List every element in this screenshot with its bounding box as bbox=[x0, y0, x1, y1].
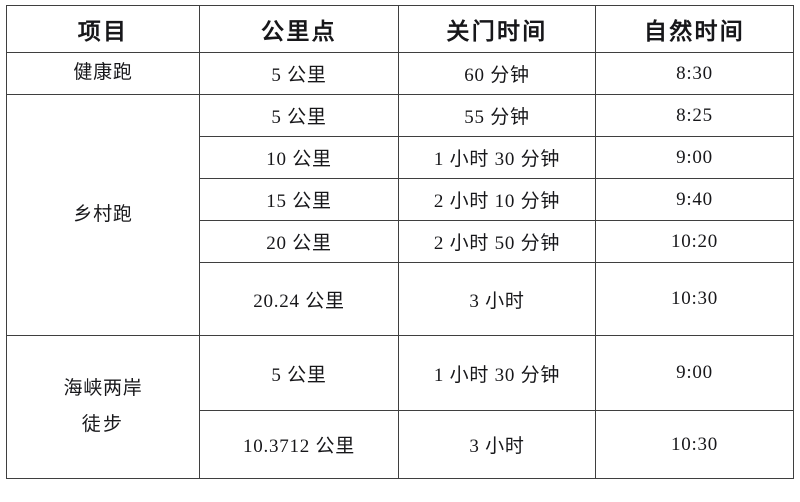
table-row: 15 公里 2 小时 10 分钟 9:40 bbox=[7, 178, 794, 221]
table-header-row: 项目 公里点 关门时间 自然时间 bbox=[6, 5, 794, 53]
column-header-distance: 公里点 bbox=[199, 5, 399, 53]
table-row: 20.24 公里 3 小时 10:30 bbox=[7, 262, 794, 336]
table-row: 健康跑 5 公里 60 分钟 8:30 bbox=[6, 52, 794, 95]
event-name-line: 乡村跑 bbox=[73, 203, 133, 225]
clock-time-cell: 9:40 bbox=[595, 178, 794, 221]
cutoff-time-cell: 2 小时 50 分钟 bbox=[398, 220, 596, 263]
distance-cell: 20.24 公里 bbox=[199, 262, 399, 336]
distance-cell: 20 公里 bbox=[199, 220, 399, 263]
distance-cell: 5 公里 bbox=[199, 94, 399, 137]
clock-time-cell: 8:30 bbox=[595, 52, 794, 95]
clock-time-cell: 10:20 bbox=[595, 220, 794, 263]
cutoff-time-cell: 55 分钟 bbox=[398, 94, 596, 137]
distance-cell: 10.3712 公里 bbox=[199, 410, 399, 479]
table-row: 海峡两岸 徒步 5 公里 1 小时 30 分钟 9:00 bbox=[6, 335, 794, 479]
event-name-cell: 健康跑 bbox=[6, 52, 200, 95]
column-header-event: 项目 bbox=[6, 5, 200, 53]
column-header-cutoff-time: 关门时间 bbox=[398, 5, 596, 53]
race-schedule-table: 项目 公里点 关门时间 自然时间 健康跑 5 公里 60 分钟 8:30 乡村跑 bbox=[6, 5, 794, 479]
cutoff-time-cell: 60 分钟 bbox=[398, 52, 596, 95]
event-name-line: 海峡两岸 bbox=[63, 377, 143, 399]
event-name-cell: 乡村跑 bbox=[6, 94, 200, 336]
table-row: 乡村跑 5 公里 55 分钟 8:25 bbox=[6, 94, 794, 336]
clock-time-cell: 10:30 bbox=[595, 262, 794, 336]
cutoff-time-cell: 3 小时 bbox=[398, 410, 596, 479]
event-name-line: 健康跑 bbox=[73, 62, 133, 84]
cutoff-time-cell: 2 小时 10 分钟 bbox=[398, 178, 596, 221]
clock-time-cell: 10:30 bbox=[595, 410, 794, 479]
table-row: 10 公里 1 小时 30 分钟 9:00 bbox=[7, 136, 794, 179]
cutoff-time-cell: 3 小时 bbox=[398, 262, 596, 336]
cutoff-time-cell: 1 小时 30 分钟 bbox=[398, 335, 596, 411]
clock-time-cell: 9:00 bbox=[595, 136, 794, 179]
cutoff-time-cell: 1 小时 30 分钟 bbox=[398, 136, 596, 179]
table-row: 20 公里 2 小时 50 分钟 10:20 bbox=[7, 220, 794, 263]
distance-cell: 15 公里 bbox=[199, 178, 399, 221]
distance-cell: 5 公里 bbox=[199, 335, 399, 411]
event-name-cell: 海峡两岸 徒步 bbox=[6, 335, 200, 479]
distance-cell: 10 公里 bbox=[199, 136, 399, 179]
distance-cell: 5 公里 bbox=[199, 52, 399, 95]
event-name-line: 徒步 bbox=[81, 414, 125, 435]
table-row: 10.3712 公里 3 小时 10:30 bbox=[7, 410, 794, 479]
clock-time-cell: 9:00 bbox=[595, 335, 794, 411]
schedule-table-container: 项目 公里点 关门时间 自然时间 健康跑 5 公里 60 分钟 8:30 乡村跑 bbox=[6, 5, 794, 479]
column-header-clock-time: 自然时间 bbox=[595, 5, 794, 53]
clock-time-cell: 8:25 bbox=[595, 94, 794, 137]
